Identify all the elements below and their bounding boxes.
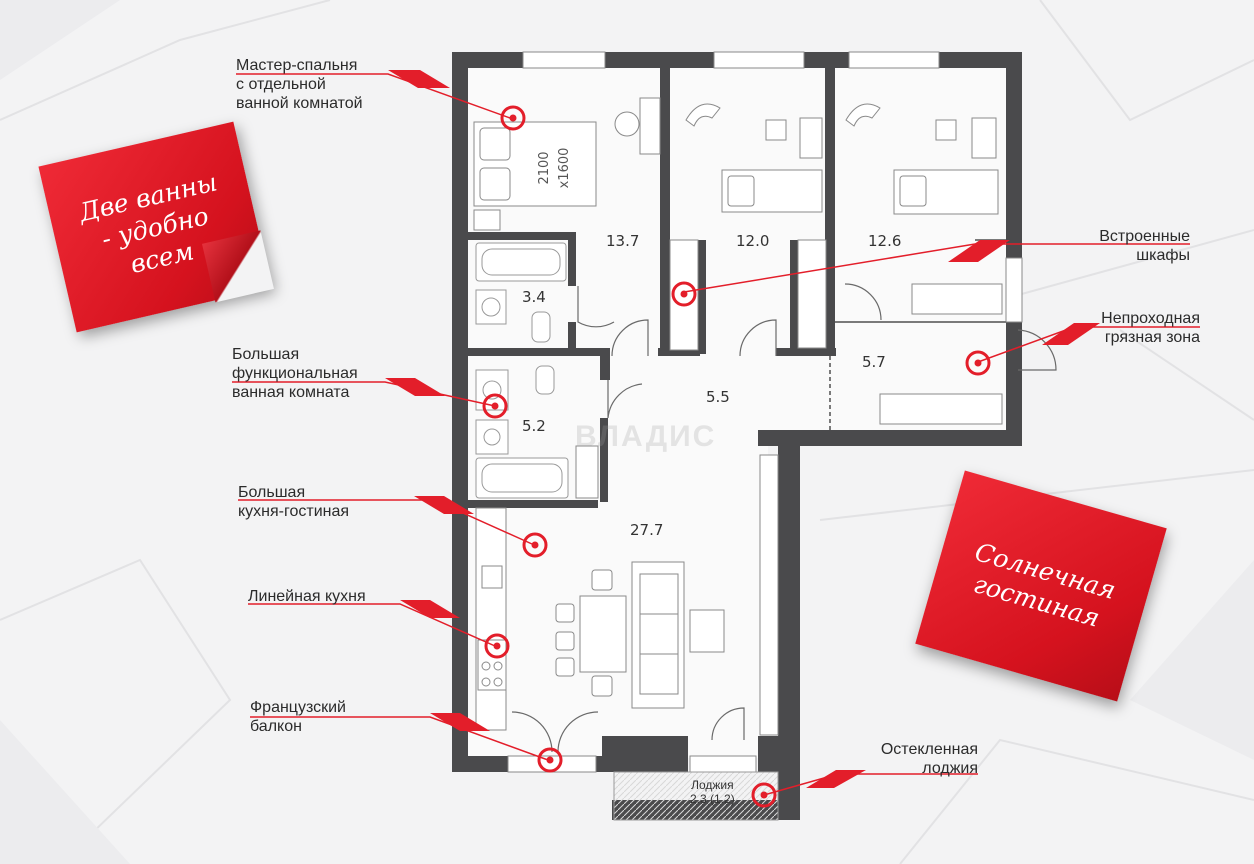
callout-line: функциональная [232, 365, 358, 382]
bathtub-1 [475, 242, 567, 282]
callout-line: Остекленная [880, 741, 978, 758]
bed-size-label: 2100 x1600 [537, 148, 572, 189]
loggia-floor [613, 771, 779, 821]
callout-line: Встроенные [1099, 228, 1190, 245]
doors [511, 283, 1057, 753]
area-bathroom-1: 3.4 [522, 288, 546, 306]
callout-line: Линейная кухня [248, 588, 366, 605]
bed-size-width: x1600 [557, 148, 572, 189]
bathtub-2 [475, 457, 569, 499]
bed-size-length: 2100 [537, 151, 552, 184]
callout-line: кухня-гостиная [238, 503, 350, 520]
callout-line: Большая [238, 484, 306, 501]
area-entrance: 5.7 [862, 353, 886, 371]
interior-walls [468, 68, 836, 508]
callout-line: с отдельной [236, 76, 326, 93]
living-furniture [475, 445, 725, 731]
callout-large-bathroom: Большая функциональная ванная комната [232, 345, 358, 402]
windows [507, 51, 1023, 773]
area-master-bedroom: 13.7 [606, 232, 640, 250]
area-living: 27.7 [630, 521, 664, 539]
callout-line: лоджия [922, 760, 978, 777]
callout-line: Большая [232, 346, 300, 363]
loggia-label: Лоджия 2.3 (1.2) [690, 778, 735, 806]
master-bed [473, 97, 661, 231]
area-hall: 5.5 [706, 388, 730, 406]
bedroom-3-furniture [845, 103, 999, 215]
callout-line: грязная зона [1104, 329, 1200, 346]
sinks [475, 289, 555, 455]
callout-dashes [385, 70, 1100, 788]
area-bathroom-2: 5.2 [522, 417, 546, 435]
loggia-title: Лоджия [691, 778, 734, 792]
callout-markers [482, 105, 991, 808]
loggia-area: 2.3 (1.2) [690, 792, 735, 806]
callout-built-in-wardrobes: Встроенные шкафы [1010, 227, 1190, 265]
callout-line: Непроходная [1101, 310, 1200, 327]
area-bedroom-3: 12.6 [868, 232, 902, 250]
callout-line: шкафы [1136, 247, 1190, 264]
watermark: ВЛАДИС [575, 420, 717, 453]
callout-dirty-zone: Непроходная грязная зона [1010, 309, 1200, 347]
callout-glazed-loggia: Остекленная лоджия [820, 740, 978, 778]
callout-line: Французский [250, 699, 346, 716]
area-bedroom-2: 12.0 [736, 232, 770, 250]
callout-line: балкон [250, 718, 302, 735]
callout-master-bedroom: Мастер-спальня с отдельной ванной комнат… [236, 56, 363, 113]
callout-line: ванная комната [232, 384, 350, 401]
wardrobes [669, 239, 1003, 425]
callout-line: ванной комнатой [236, 95, 363, 112]
callout-line: Мастер-спальня [236, 57, 358, 74]
callout-kitchen-living: Большая кухня-гостиная [238, 483, 349, 521]
bedroom-2-furniture [685, 103, 823, 213]
callout-linear-kitchen: Линейная кухня [248, 587, 366, 606]
callout-french-balcony: Французский балкон [250, 698, 346, 736]
